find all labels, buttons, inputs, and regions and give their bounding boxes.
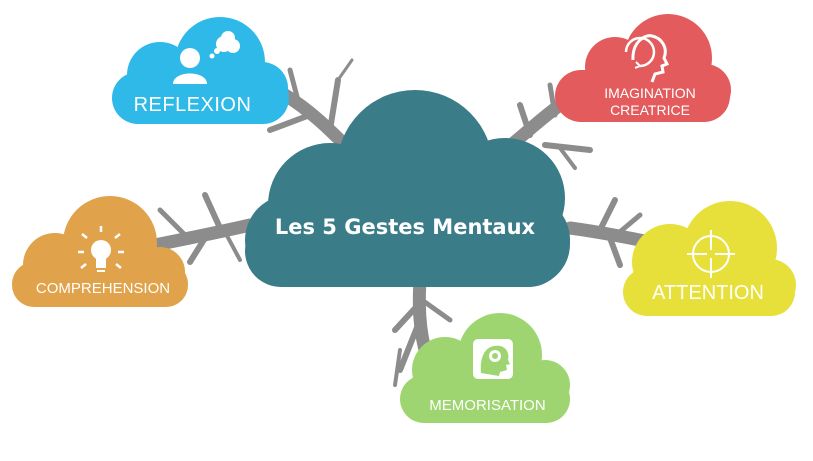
attention-cloud[interactable] (623, 201, 796, 316)
thinking-person-icon (173, 31, 240, 84)
brain-head-icon (473, 339, 513, 379)
crosshair-icon (687, 230, 735, 278)
comprehension-cloud[interactable] (12, 196, 188, 307)
imagination-label-2: CREATRICE (610, 102, 690, 118)
memorisation-label: MEMORISATION (429, 397, 546, 414)
imagination-label-1: IMAGINATION (604, 85, 696, 101)
map-title: Les 5 Gestes Mentaux (274, 215, 536, 239)
comprehension-label: COMPREHENSION (35, 280, 171, 297)
center-cloud (245, 90, 570, 287)
lightbulb-icon (78, 226, 124, 272)
branch-to-comprehension (148, 192, 257, 265)
attention-label: ATTENTION (652, 282, 764, 304)
reflexion-label: REFLEXION (133, 94, 252, 116)
creative-head-icon (624, 34, 670, 83)
reflexion-cloud[interactable] (112, 17, 289, 124)
